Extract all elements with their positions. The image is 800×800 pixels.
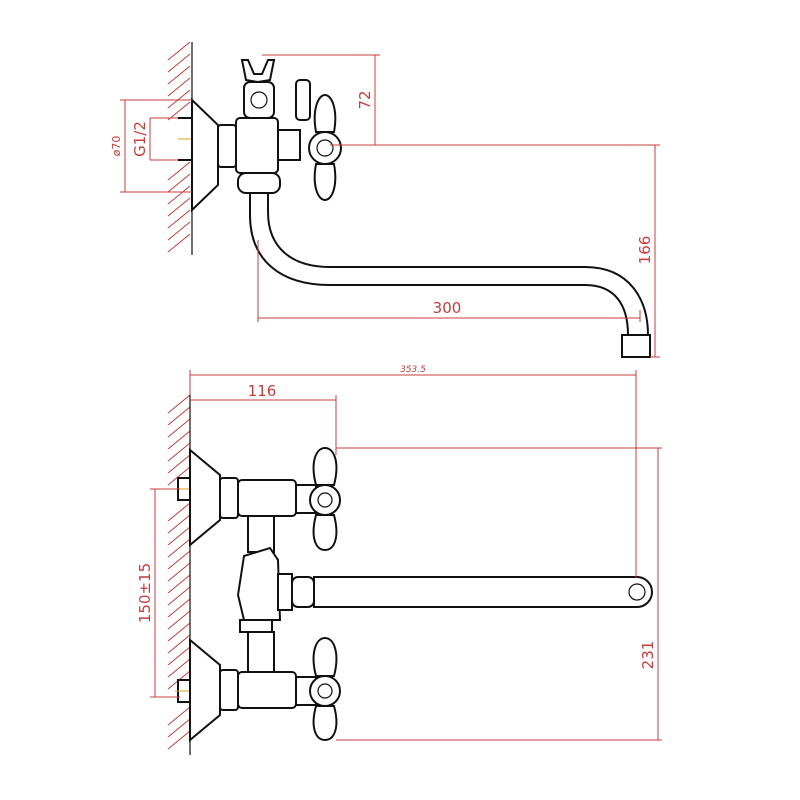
- mixer-body: [235, 117, 279, 174]
- hatch-line: [167, 730, 191, 750]
- diverter-body: [236, 546, 315, 633]
- dimension-label: ø70: [110, 136, 123, 157]
- spout-nut: [237, 172, 281, 194]
- cross-handle-upper[interactable]: [309, 446, 341, 552]
- connector-nut: [217, 124, 237, 168]
- threaded-connection: [239, 619, 273, 633]
- dimension-thread: G1/2: [131, 117, 178, 161]
- hatch-line: [167, 101, 191, 121]
- hatch-line: [167, 221, 191, 241]
- dimension-label: 353.5: [400, 365, 426, 375]
- swivel-joint: [250, 91, 268, 109]
- hatch-line: [167, 514, 191, 534]
- wall-flange: [191, 97, 219, 213]
- dimension-166: 166: [330, 144, 660, 358]
- shower-holder: [240, 59, 276, 84]
- hatch-line: [167, 538, 191, 558]
- hatch-line: [167, 550, 191, 570]
- cross-handle-lower[interactable]: [309, 636, 341, 742]
- upper-inlet: [175, 447, 317, 548]
- dimension-label: 116: [248, 382, 277, 400]
- dimension-231: 231: [336, 447, 662, 741]
- hatch-line: [167, 598, 191, 618]
- hatch-line: [167, 65, 191, 85]
- hatch-line: [167, 53, 191, 73]
- spout-outer: [249, 193, 629, 336]
- dimension-label: G1/2: [131, 121, 149, 157]
- holder-swivel: [243, 81, 275, 119]
- hatch-line: [167, 197, 191, 217]
- hatch-line: [167, 454, 191, 474]
- hatch-line: [167, 209, 191, 229]
- diverter-knob[interactable]: [295, 79, 311, 121]
- dimension-label: 72: [356, 90, 374, 109]
- hatch-line: [167, 646, 191, 666]
- hatch-line: [167, 394, 191, 414]
- hatch-line: [167, 418, 191, 438]
- dimension-label: 166: [636, 236, 654, 265]
- hatch-line: [167, 89, 191, 109]
- top-view: 72 166 300 ø70 G1/2: [110, 41, 660, 358]
- dimension-150: 150±15: [136, 488, 180, 698]
- connector-tube: [247, 515, 275, 553]
- dimension-116: 116: [190, 382, 337, 455]
- spout-inner: [267, 193, 649, 336]
- aerator: [621, 334, 651, 358]
- hatch-line: [167, 185, 191, 205]
- hatch-line: [167, 406, 191, 426]
- wall-hatching-top: [167, 41, 191, 253]
- lower-inlet: [175, 637, 317, 743]
- dimension-label: 231: [639, 641, 657, 670]
- dimension-label: 300: [433, 299, 462, 317]
- cross-handle-top[interactable]: [308, 93, 342, 202]
- spout: [313, 576, 653, 608]
- hatch-line: [167, 706, 191, 726]
- hatch-line: [167, 502, 191, 522]
- spout-outlet: [628, 583, 646, 601]
- dimension-diameter-70: ø70: [110, 99, 192, 193]
- front-view: 353.5 116 150±15 231: [136, 365, 662, 755]
- dimension-300: 300: [257, 240, 641, 322]
- hatch-line: [167, 658, 191, 678]
- hatch-line: [167, 622, 191, 642]
- hatch-line: [167, 574, 191, 594]
- hatch-line: [167, 161, 191, 181]
- dimension-353-5: 353.5: [189, 365, 637, 578]
- hatch-line: [167, 442, 191, 462]
- hatch-line: [167, 634, 191, 654]
- hatch-line: [167, 562, 191, 582]
- hatch-line: [167, 430, 191, 450]
- hatch-line: [167, 526, 191, 546]
- hatch-line: [167, 610, 191, 630]
- hatch-line: [167, 77, 191, 97]
- hatch-line: [167, 586, 191, 606]
- dimension-label: 150±15: [136, 563, 154, 623]
- hatch-line: [167, 173, 191, 193]
- hatch-line: [167, 718, 191, 738]
- hatch-line: [167, 41, 191, 61]
- wall-hatching-front: [167, 394, 191, 750]
- valve-housing: [277, 129, 301, 161]
- hatch-line: [167, 233, 191, 253]
- hatch-line: [167, 466, 191, 486]
